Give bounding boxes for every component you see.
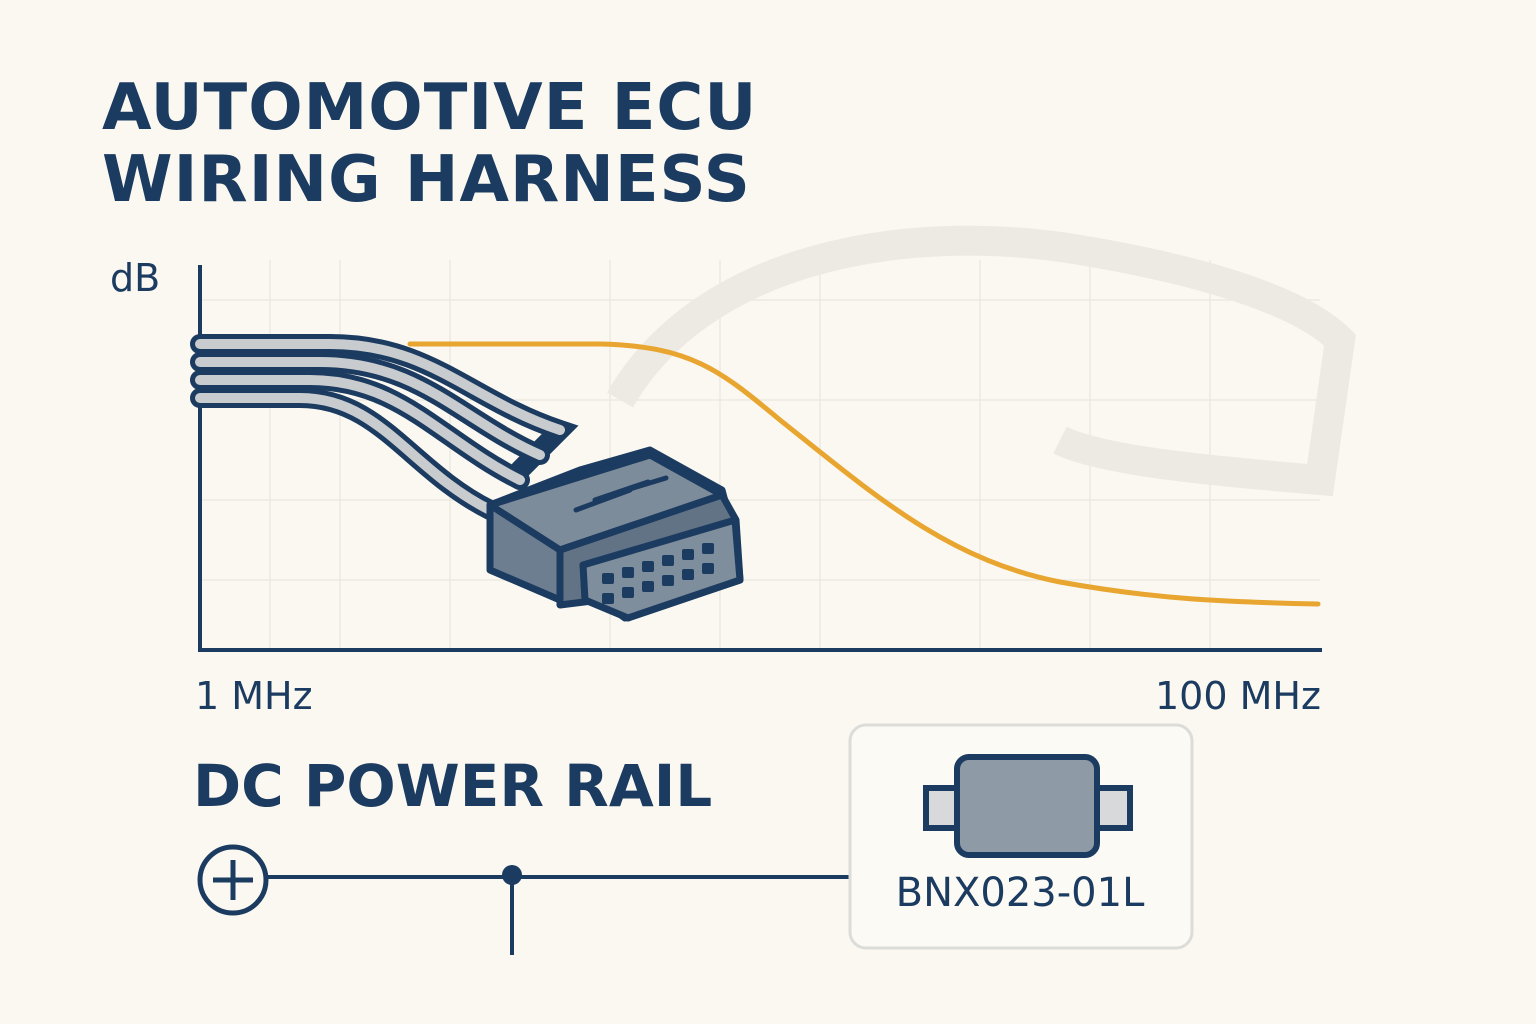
smd-component-icon (923, 754, 1133, 858)
wire-bundle (190, 334, 579, 520)
y-axis-label: dB (110, 256, 161, 300)
connector-pins (602, 543, 714, 604)
title-line-1: AUTOMOTIVE ECU (102, 71, 758, 145)
x-min-label: 1 MHz (195, 674, 313, 718)
car-silhouette (606, 225, 1356, 497)
x-max-label: 100 MHz (1155, 674, 1321, 718)
part-number: BNX023-01L (895, 870, 1145, 916)
title-line-2: WIRING HARNESS (102, 143, 751, 217)
attenuation-curve (407, 341, 1321, 607)
plus-icon (197, 844, 269, 916)
ecu-connector (486, 446, 744, 622)
power-rail-heading: DC POWER RAIL (193, 752, 713, 820)
